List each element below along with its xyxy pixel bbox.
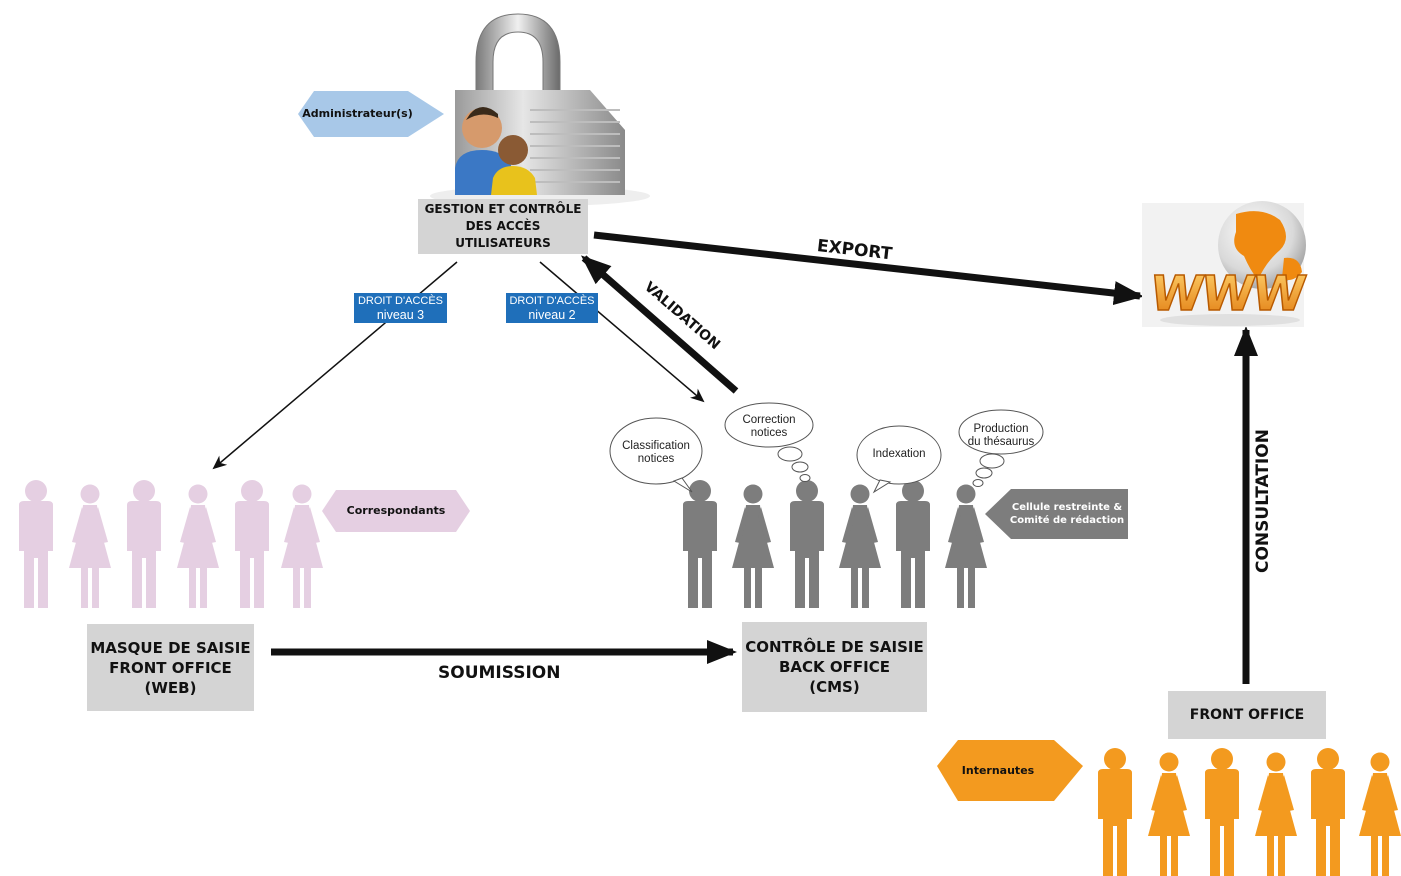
production-line2: du thésaurus xyxy=(967,436,1035,448)
export-arrow xyxy=(593,231,1144,306)
bubble-correction-text: Correction notices xyxy=(725,414,813,440)
internautes-text: Internautes xyxy=(961,763,1035,777)
correspondants-tag-shape xyxy=(322,490,470,532)
bubble-indexation xyxy=(856,425,942,485)
access-badge-level-3: DROIT D'ACCÈS niveau 3 xyxy=(354,293,447,323)
admin-access-box: GESTION ET CONTRÔLE DES ACCÈS UTILISATEU… xyxy=(418,199,588,254)
bubble-classification xyxy=(609,417,703,485)
front-entry-line2: FRONT OFFICE xyxy=(109,658,232,677)
front-entry-line3: (WEB) xyxy=(144,678,197,697)
back-office-role-line1: Cellule restreinte & xyxy=(1011,502,1123,513)
correction-line2: notices xyxy=(750,427,788,439)
back-office-role-line2: Comité de rédaction xyxy=(1009,515,1125,526)
correspondants-label: Correspondants xyxy=(330,490,462,532)
internautes-tag-shape xyxy=(937,740,1083,801)
www-globe-icon: WWW xyxy=(1142,201,1309,327)
classification-line2: notices xyxy=(637,453,675,465)
back-office-line3: (CMS) xyxy=(809,678,860,696)
access-badge-level-2: DROIT D'ACCÈS niveau 2 xyxy=(506,293,598,323)
internautes-label: Internautes xyxy=(948,741,1048,800)
correspondants-text: Correspondants xyxy=(346,504,446,517)
admin-role-label: Administrateur(s) xyxy=(300,92,415,136)
bubble-production xyxy=(958,409,1044,455)
padlock-with-users-icon xyxy=(430,13,650,206)
admin-role-tag-shape xyxy=(298,91,444,137)
correspondants-group xyxy=(19,480,323,608)
validation-arrow xyxy=(580,255,739,394)
badge-3-line1: DROIT D'ACCÈS xyxy=(357,295,444,307)
badge-2-line2: niveau 2 xyxy=(528,308,576,322)
bubble-indexation-text: Indexation xyxy=(857,448,941,461)
classification-line1: Classification xyxy=(622,440,690,452)
badge-2-line1: DROIT D'ACCÈS xyxy=(509,295,595,307)
bubble-correction xyxy=(724,402,814,448)
public-box-text: FRONT OFFICE xyxy=(1189,707,1305,723)
svg-text:WWW: WWW xyxy=(1147,266,1308,322)
back-office-line2: BACK OFFICE xyxy=(779,658,890,676)
consultation-label: CONSULTATION xyxy=(1253,429,1273,573)
back-office-role-tag-shape xyxy=(985,489,1128,539)
bubble-classification-text: Classification notices xyxy=(610,440,702,466)
back-office-role-label: Cellule restreinte & Comité de rédaction xyxy=(1006,490,1128,538)
back-office-line1: CONTRÔLE DE SAISIE xyxy=(745,638,924,656)
front-office-entry-box: MASQUE DE SAISIE FRONT OFFICE (WEB) xyxy=(87,624,254,711)
admin-role-text: Administrateur(s) xyxy=(302,107,413,120)
bubble-production-text: Production du thésaurus xyxy=(959,423,1043,449)
admin-box-line1: GESTION ET CONTRÔLE xyxy=(424,202,582,216)
front-office-public-box: FRONT OFFICE xyxy=(1168,691,1326,739)
correction-line1: Correction xyxy=(742,414,796,426)
admin-box-line2: DES ACCÈS UTILISATEURS xyxy=(455,219,551,250)
bubble-shapes xyxy=(609,402,1044,494)
soumission-label: SOUMISSION xyxy=(438,663,561,683)
back-office-box: CONTRÔLE DE SAISIE BACK OFFICE (CMS) xyxy=(742,622,927,712)
badge-3-line2: niveau 3 xyxy=(376,308,425,322)
indexation-line1: Indexation xyxy=(872,448,926,460)
front-entry-line1: MASQUE DE SAISIE xyxy=(90,638,251,657)
production-line1: Production xyxy=(973,423,1029,435)
access-arrow-level-2 xyxy=(539,261,705,403)
back-office-staff-group xyxy=(683,480,987,608)
internautes-group xyxy=(1098,748,1401,876)
